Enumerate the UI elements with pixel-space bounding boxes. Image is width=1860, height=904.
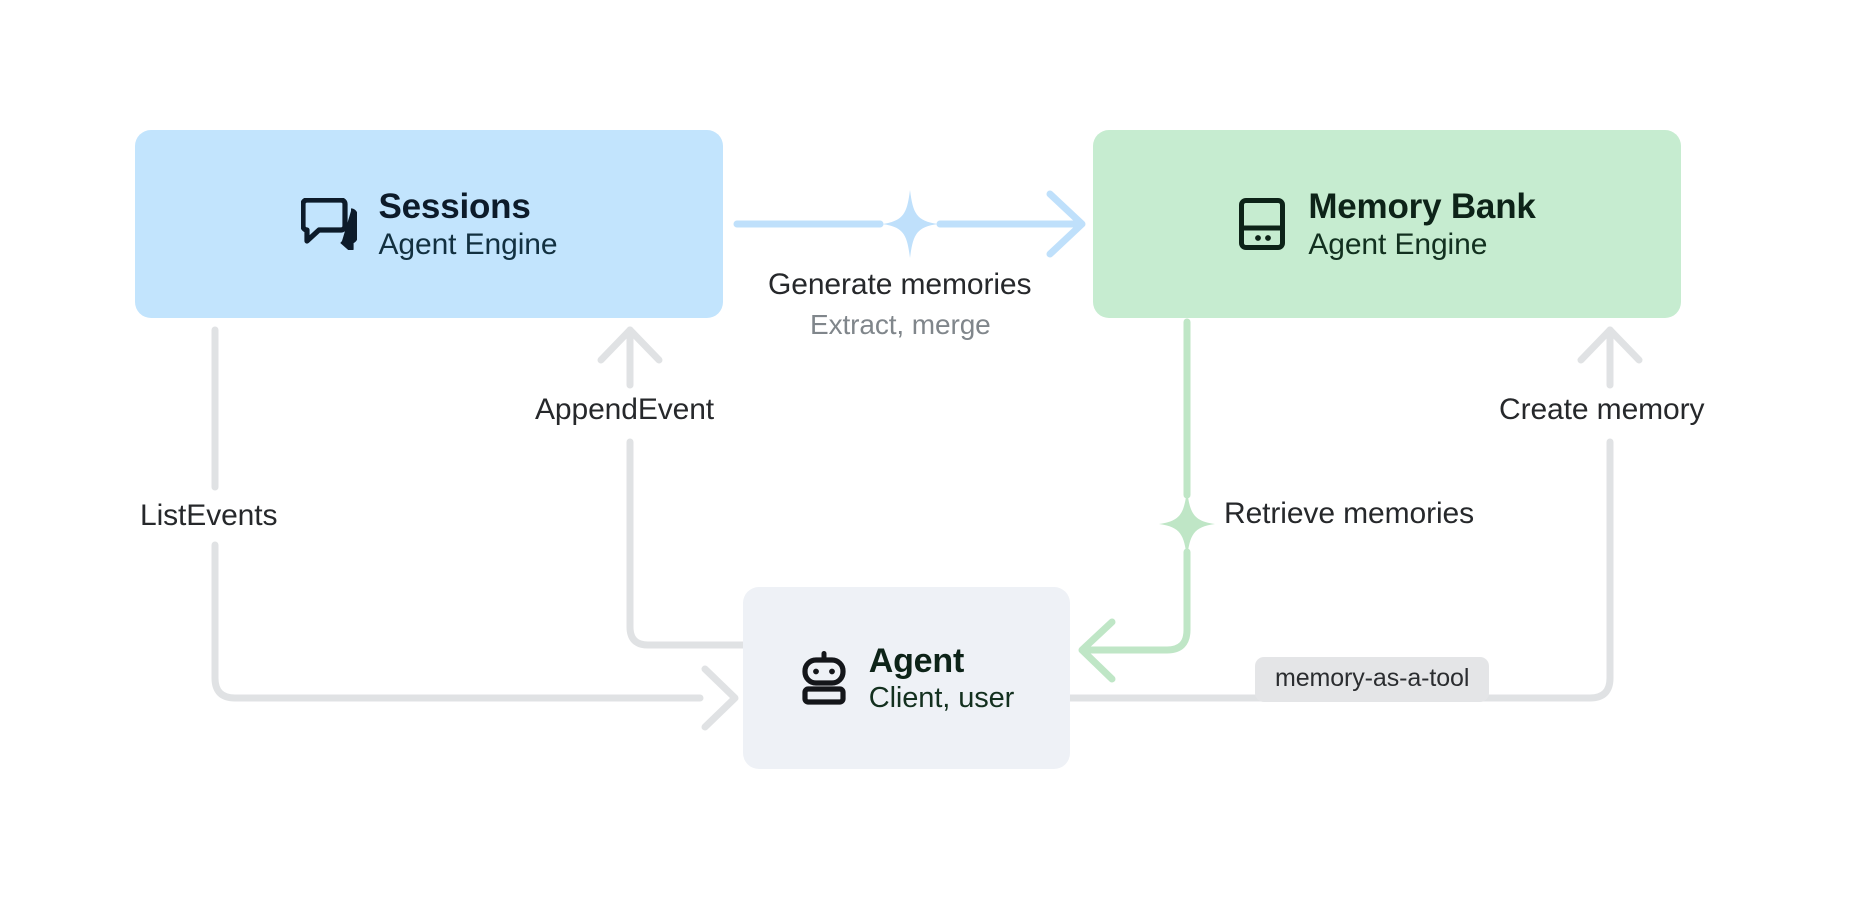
node-memory-bank-title: Memory Bank	[1308, 186, 1536, 226]
node-sessions[interactable]: Sessions Agent Engine	[135, 130, 723, 318]
edge-label-append-event: AppendEvent	[535, 393, 715, 426]
edge-label-list-events: ListEvents	[140, 499, 278, 532]
sparkle-icon	[882, 190, 938, 258]
node-sessions-title: Sessions	[378, 186, 531, 226]
edge-generate-memories	[733, 190, 1086, 258]
node-agent-title: Agent	[868, 641, 965, 680]
edge-label-create-memory: Create memory	[1499, 393, 1705, 426]
database-rack-icon	[1238, 197, 1286, 251]
node-memory-bank-subtitle: Agent Engine	[1308, 227, 1488, 261]
edge-list-events	[211, 326, 739, 731]
edge-append-event	[597, 326, 747, 649]
node-memory-bank[interactable]: Memory Bank Agent Engine	[1093, 130, 1681, 318]
chat-bubbles-icon	[299, 197, 358, 252]
edge-retrieve-memories	[1078, 318, 1215, 683]
edge-label-generate-memories: Generate memories	[768, 268, 1032, 301]
node-sessions-subtitle: Agent Engine	[378, 227, 558, 261]
node-agent[interactable]: Agent Client, user	[743, 587, 1070, 769]
edge-label-retrieve-memories: Retrieve memories	[1224, 497, 1475, 530]
node-agent-subtitle: Client, user	[868, 681, 1015, 714]
edge-sublabel-generate-memories: Extract, merge	[810, 309, 991, 340]
sparkle-icon	[1159, 490, 1215, 558]
robot-icon	[799, 650, 849, 705]
badge-memory-as-a-tool: memory-as-a-tool	[1255, 657, 1490, 702]
